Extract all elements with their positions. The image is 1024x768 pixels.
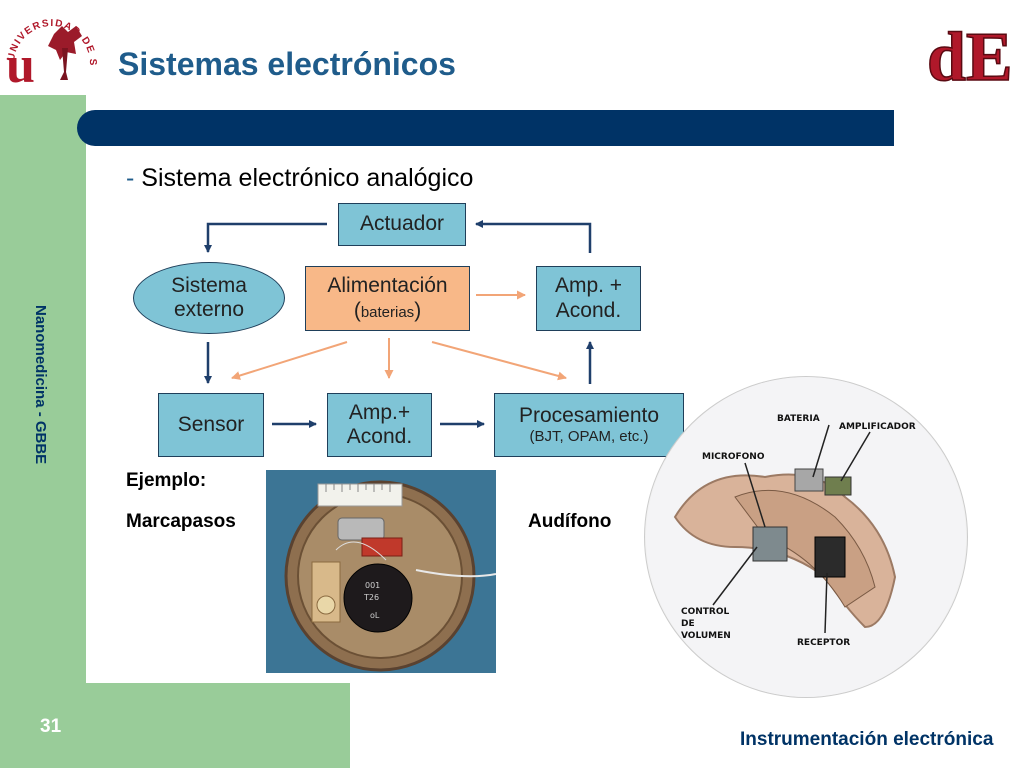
hearing-aid-microfono-label: MICROFONO — [702, 452, 765, 462]
alimentacion-label: Alimentación — [327, 274, 448, 298]
sistema-externo-line2: externo — [173, 298, 245, 321]
pacemaker-label-1: 001 — [365, 581, 380, 590]
audifono-label: Audífono — [528, 511, 612, 532]
page-number: 31 — [40, 716, 62, 737]
alimentacion-box: Alimentación (baterias) — [305, 266, 470, 331]
department-logo: dE — [926, 18, 1013, 84]
hearing-aid-control-label-1: CONTROL — [681, 607, 730, 617]
marcapasos-label: Marcapasos — [126, 511, 236, 532]
alimentacion-baterias: baterias — [360, 303, 415, 321]
hearing-aid-illustration: BATERIA AMPLIFICADOR MICROFONO CONTROL D… — [646, 377, 966, 697]
amp-acond-top-box: Amp. + Acond. — [536, 266, 641, 331]
sensor-box: Sensor — [158, 393, 264, 457]
sistema-externo-ellipse: Sistema externo — [133, 262, 285, 334]
alimentacion-sub: (baterias) — [354, 299, 421, 323]
pacemaker-illustration: 001 T26 oL — [266, 470, 496, 673]
section-subtitle: - Sistema electrónico analógico — [126, 164, 473, 193]
left-green-band — [0, 95, 86, 768]
amp-acond-mid-line1: Amp.+ — [348, 400, 411, 424]
hearing-aid-bateria-label: BATERIA — [777, 414, 820, 424]
bottom-green-band — [0, 683, 350, 768]
hearing-aid-amplificador-label: AMPLIFICADOR — [839, 422, 916, 432]
example-heading: Ejemplo: — [126, 470, 207, 491]
paren-close: ) — [414, 298, 422, 322]
pacemaker-photo: 001 T26 oL — [266, 470, 496, 673]
actuador-box: Actuador — [338, 203, 466, 246]
amp-acond-top-line2: Acond. — [555, 298, 622, 322]
hearing-aid-photo: BATERIA AMPLIFICADOR MICROFONO CONTROL D… — [644, 376, 968, 698]
amp-acond-top-line1: Amp. + — [554, 274, 623, 298]
svg-text:u: u — [6, 37, 35, 88]
title-bar — [77, 110, 894, 146]
hearing-aid-receptor-label: RECEPTOR — [797, 638, 850, 648]
sensor-label: Sensor — [177, 412, 245, 436]
page-title: Sistemas electrónicos — [118, 46, 456, 82]
procesamiento-label: Procesamiento — [518, 404, 660, 428]
vertical-course-label: Nanomedicina - GBBE — [32, 305, 49, 465]
hearing-aid-control-label-2: DE — [681, 619, 695, 629]
actuador-label: Actuador — [359, 212, 445, 236]
sistema-externo-line1: Sistema — [171, 273, 247, 297]
subtitle-dash: - — [126, 164, 135, 192]
paren-open: ( — [353, 298, 361, 322]
procesamiento-sub: (BJT, OPAM, etc.) — [529, 428, 649, 446]
amp-acond-mid-box: Amp.+ Acond. — [327, 393, 432, 457]
footer-course-name: Instrumentación electrónica — [740, 729, 994, 750]
department-logo-text: dE — [927, 19, 1013, 84]
pacemaker-label-2: T26 — [363, 593, 379, 602]
hearing-aid-control-label-3: VOLUMEN — [681, 631, 731, 641]
amp-acond-mid-line2: Acond. — [346, 425, 413, 448]
pacemaker-label-3: oL — [370, 611, 380, 620]
subtitle-text: Sistema electrónico analógico — [141, 164, 474, 192]
procesamiento-box: Procesamiento (BJT, OPAM, etc.) — [494, 393, 684, 457]
